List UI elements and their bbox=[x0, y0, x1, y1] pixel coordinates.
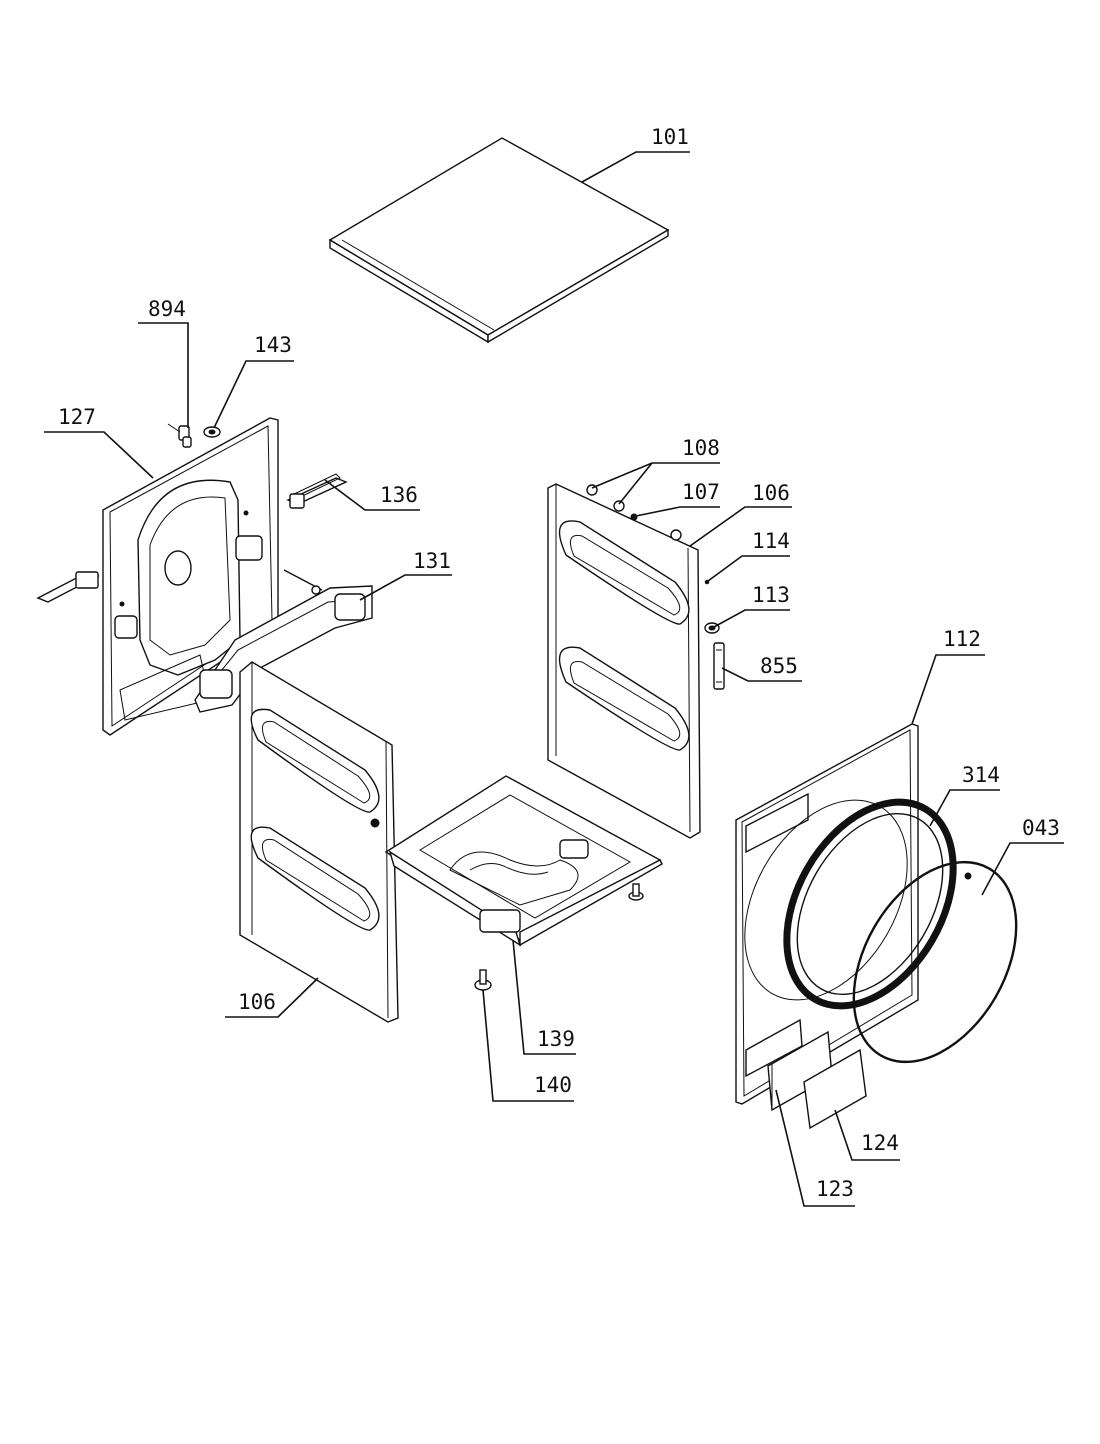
label-124: 124 bbox=[861, 1131, 899, 1155]
label-113: 113 bbox=[752, 583, 790, 607]
label-855: 855 bbox=[760, 654, 798, 678]
hinge-part-136 bbox=[286, 473, 348, 509]
clamp-ring-part bbox=[852, 860, 1018, 1064]
latch-part-855 bbox=[713, 642, 725, 690]
label-894: 894 bbox=[148, 297, 186, 321]
right-side-panel-part bbox=[547, 483, 701, 839]
left-side-panel-part bbox=[239, 661, 399, 1023]
label-108: 108 bbox=[682, 436, 720, 460]
label-043: 043 bbox=[1022, 816, 1060, 840]
bracket-part-131 bbox=[194, 569, 373, 713]
door-seal-part bbox=[783, 798, 957, 1010]
label-106-right: 106 bbox=[752, 481, 790, 505]
label-131: 131 bbox=[413, 549, 451, 573]
cover-plate-part-124 bbox=[803, 1048, 867, 1130]
label-136: 136 bbox=[380, 483, 418, 507]
label-114: 114 bbox=[752, 529, 790, 553]
part-labels: 101 894 143 127 136 131 108 107 106 114 … bbox=[58, 125, 1060, 1201]
label-143: 143 bbox=[254, 333, 292, 357]
label-107: 107 bbox=[682, 480, 720, 504]
label-112: 112 bbox=[943, 627, 981, 651]
hinge-part-left bbox=[36, 571, 100, 603]
label-106-left: 106 bbox=[238, 990, 276, 1014]
label-123: 123 bbox=[816, 1177, 854, 1201]
cap-part-143 bbox=[203, 426, 221, 438]
top-cover-part bbox=[328, 137, 670, 344]
foot-part-right bbox=[628, 883, 644, 901]
label-101: 101 bbox=[651, 125, 689, 149]
label-140: 140 bbox=[534, 1073, 572, 1097]
label-127: 127 bbox=[58, 405, 96, 429]
label-139: 139 bbox=[537, 1027, 575, 1051]
foot-part-140 bbox=[474, 969, 492, 991]
base-frame-part bbox=[384, 775, 663, 947]
label-314: 314 bbox=[962, 763, 1000, 787]
rear-panel-part bbox=[102, 417, 279, 736]
leader-lines bbox=[44, 151, 1064, 1207]
clip-part-894 bbox=[167, 423, 192, 448]
